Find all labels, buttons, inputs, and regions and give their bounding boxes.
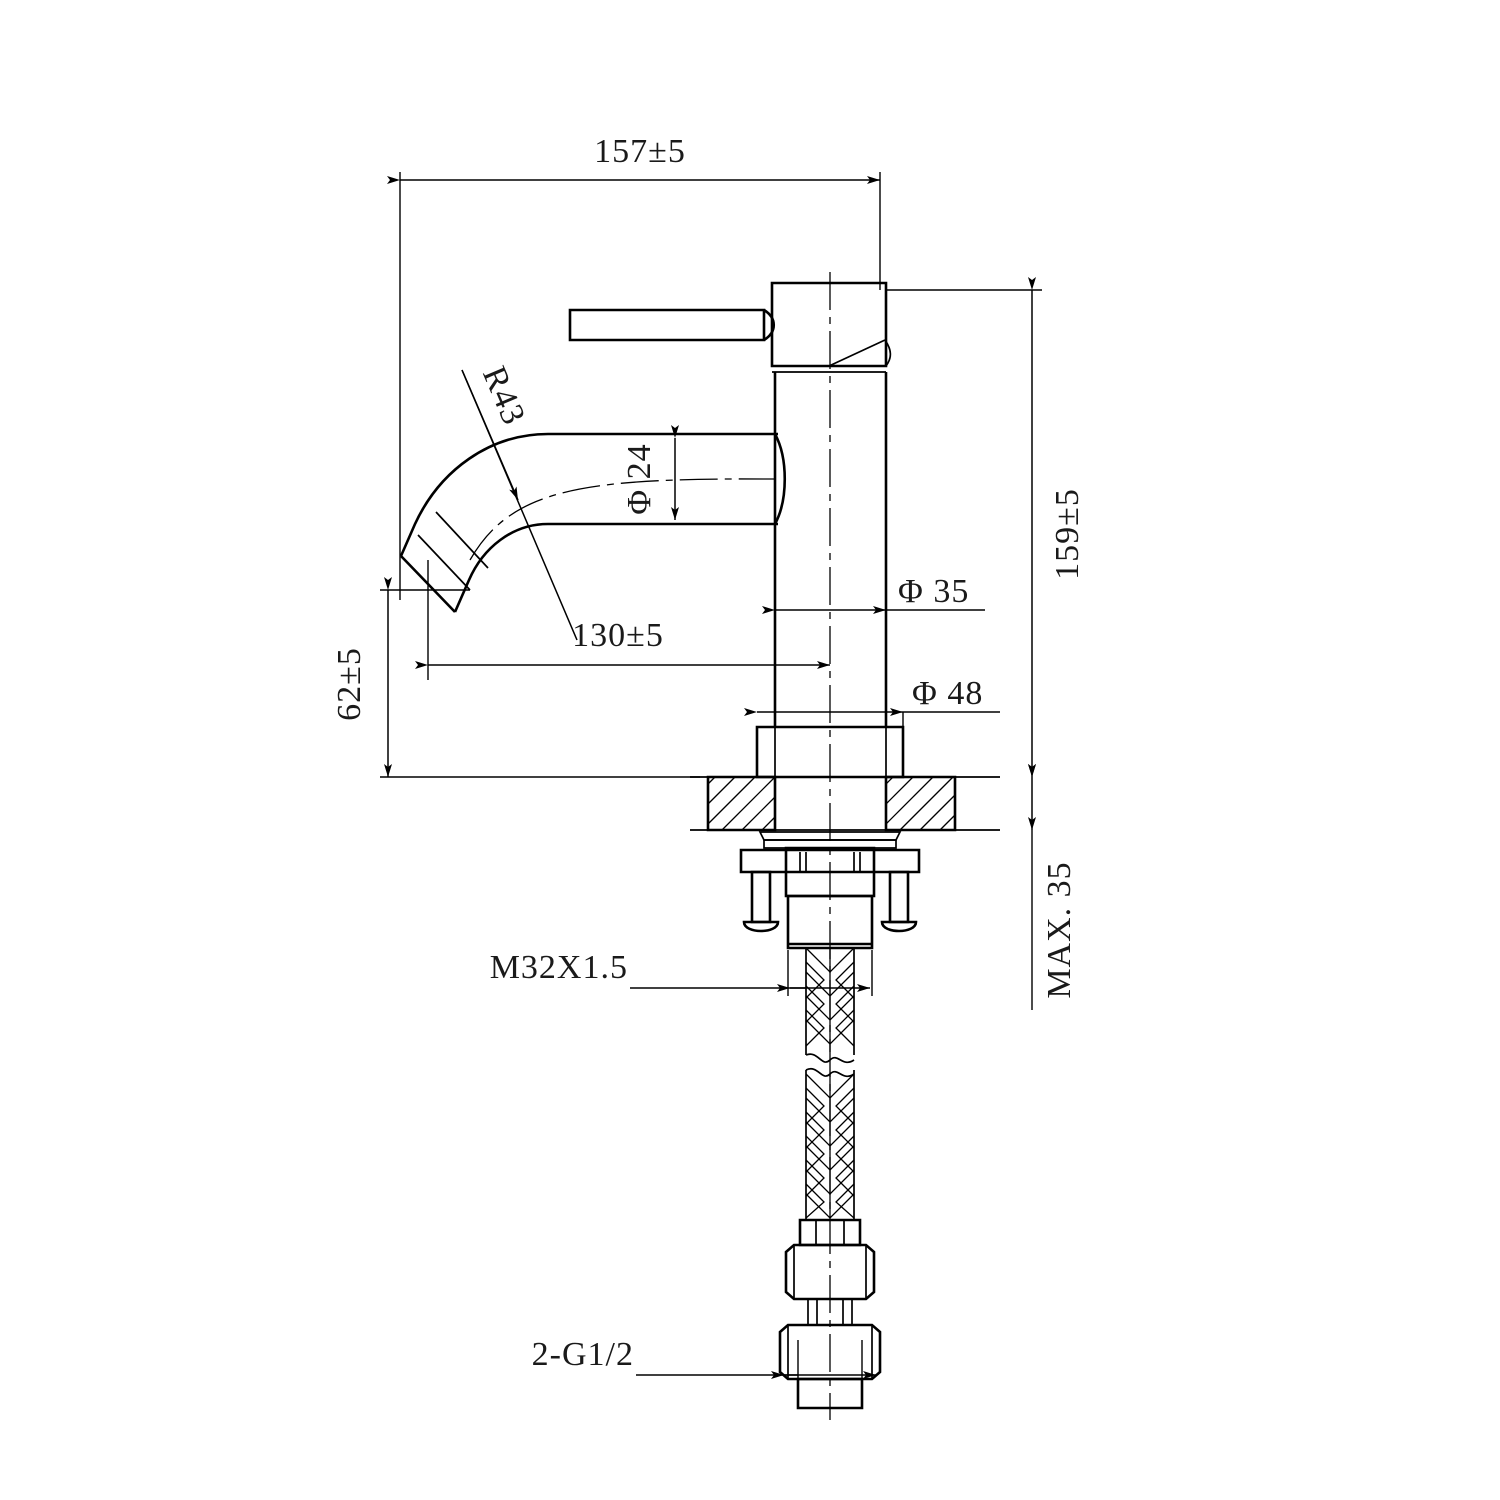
spout-neck — [773, 433, 787, 525]
spout-elbow — [399, 432, 549, 613]
counter-deck — [690, 775, 1000, 832]
dim-label-inlet-thread: 2-G1/2 — [532, 1336, 634, 1373]
dim-label-mounting-thread: M32X1.5 — [490, 949, 628, 986]
hatch-left — [707, 776, 776, 831]
dim-max-deck-thickness: MAX. 35 — [1028, 764, 1078, 1010]
dim-spout-reach: 130±5 — [415, 560, 830, 680]
dim-spout-height: 62±5 — [331, 577, 700, 778]
dim-label-spout-bore: Φ 24 — [621, 443, 658, 514]
dim-base-diameter: Φ 48 — [744, 675, 1000, 730]
dim-label-overall-height: 159±5 — [1049, 488, 1086, 580]
handle-hub — [770, 281, 892, 373]
dim-label-max-deck-thickness: MAX. 35 — [1041, 861, 1078, 998]
dim-label-spout-reach: 130±5 — [572, 617, 664, 654]
handle-lever — [568, 308, 776, 342]
spout-centerline — [469, 478, 776, 561]
dim-mounting-thread: M32X1.5 — [490, 949, 873, 996]
spout-arm — [548, 432, 778, 526]
dim-spout-radius: R43 — [461, 361, 578, 641]
dim-overall-height: 159±5 — [886, 277, 1086, 777]
hatch-right — [885, 776, 956, 831]
dim-label-overall-width: 157±5 — [594, 133, 686, 170]
dim-body-diameter: Φ 35 — [762, 573, 985, 614]
dim-label-body-diameter: Φ 35 — [898, 573, 969, 610]
dimension-annotations: 157±5 R43 Φ 24 62±5 130±5 — [331, 133, 1086, 1382]
dim-spout-bore: Φ 24 — [621, 425, 679, 520]
faucet-geometry — [399, 272, 1000, 1420]
dim-inlet-thread: 2-G1/2 — [532, 1336, 876, 1382]
hose-fittings — [778, 1218, 882, 1410]
dim-overall-width: 157±5 — [387, 133, 881, 600]
dim-label-spout-height: 62±5 — [331, 647, 368, 721]
dim-label-base-diameter: Φ 48 — [912, 675, 983, 712]
